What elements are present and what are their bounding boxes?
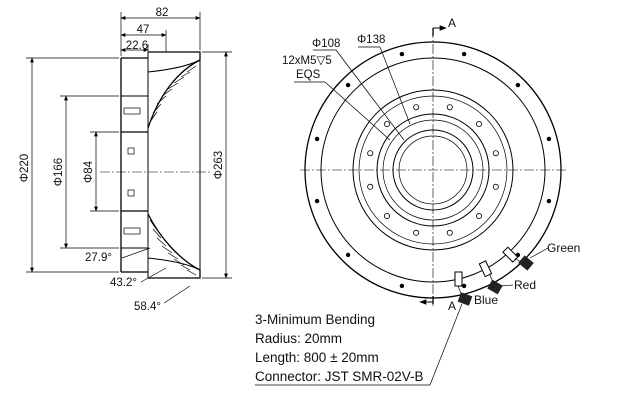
angle-1: 27.9° xyxy=(85,252,112,264)
coil-hatch-bottom xyxy=(149,219,197,276)
m5-hole xyxy=(475,212,482,219)
m5-hole xyxy=(367,150,374,157)
cable-red xyxy=(478,260,503,295)
side-view: 82 47 22.6 Φ220 Φ166 Φ84 xyxy=(19,7,232,313)
m5-hole xyxy=(367,183,374,190)
mount-hole xyxy=(546,198,552,204)
mount-hole xyxy=(515,82,521,88)
m5-hole xyxy=(413,104,420,111)
mount-hole xyxy=(345,252,351,258)
note-line-2: Radius: 20mm xyxy=(255,331,342,346)
mount-hole xyxy=(314,136,320,142)
coil-hatch-top xyxy=(149,65,197,123)
dim-dia-outer-left: Φ220 xyxy=(19,154,31,182)
m5-hole xyxy=(383,212,390,219)
dia-label-108: Φ108 xyxy=(312,38,340,50)
m5-hole xyxy=(413,229,420,236)
dim-width-mid: 47 xyxy=(137,24,150,36)
side-view-vertical-dims: Φ220 Φ166 Φ84 Φ263 xyxy=(19,51,232,279)
mount-hole xyxy=(461,283,467,289)
m5-hole xyxy=(446,229,453,236)
front-view: A A Φ108 Φ138 12xM5▽5 EQS xyxy=(282,16,580,313)
side-view-horizontal-dims: 82 47 22.6 xyxy=(120,7,201,56)
note-line-3: Length: 800 ± 20mm xyxy=(255,350,379,365)
wire-label-red: Red xyxy=(514,278,536,292)
dim-width-total: 82 xyxy=(156,7,169,19)
mount-hole xyxy=(345,82,351,88)
cable-outlets xyxy=(454,246,534,306)
hole-callout-line1: 12xM5▽5 xyxy=(282,55,332,67)
dim-dia-mid-left: Φ166 xyxy=(53,158,65,186)
dim-width-inner: 22.6 xyxy=(126,40,148,52)
inner-m5-holes xyxy=(367,104,499,236)
dia-label-138: Φ138 xyxy=(357,34,385,46)
side-view-angles: 27.9° 43.2° 58.4° xyxy=(85,247,191,313)
cable-green xyxy=(502,246,534,271)
note-line-4: Connector: JST SMR-02V-B xyxy=(255,369,424,384)
mount-hole xyxy=(399,283,405,289)
angle-2: 43.2° xyxy=(110,277,137,289)
note-line-1: 3-Minimum Bending xyxy=(255,312,375,327)
cable-blue xyxy=(454,271,473,306)
dim-dia-outer-right: Φ263 xyxy=(213,151,225,179)
m5-hole xyxy=(446,104,453,111)
section-marker-top: A xyxy=(448,16,456,30)
dim-dia-bore: Φ84 xyxy=(83,160,95,183)
m5-hole xyxy=(475,121,482,128)
m5-hole xyxy=(492,150,499,157)
hole-callout-line2: EQS xyxy=(296,69,321,81)
wire-label-blue: Blue xyxy=(474,293,498,307)
side-view-body xyxy=(100,51,212,279)
section-marker-bottom: A xyxy=(448,299,456,313)
mount-hole xyxy=(546,136,552,142)
m5-hole xyxy=(383,121,390,128)
notes-block: 3-Minimum Bending Radius: 20mm Length: 8… xyxy=(255,303,463,386)
mount-hole xyxy=(461,51,467,57)
m5-hole xyxy=(492,183,499,190)
wire-label-green: Green xyxy=(547,241,580,255)
mount-hole xyxy=(314,198,320,204)
angle-3: 58.4° xyxy=(134,301,161,313)
mount-hole xyxy=(399,51,405,57)
